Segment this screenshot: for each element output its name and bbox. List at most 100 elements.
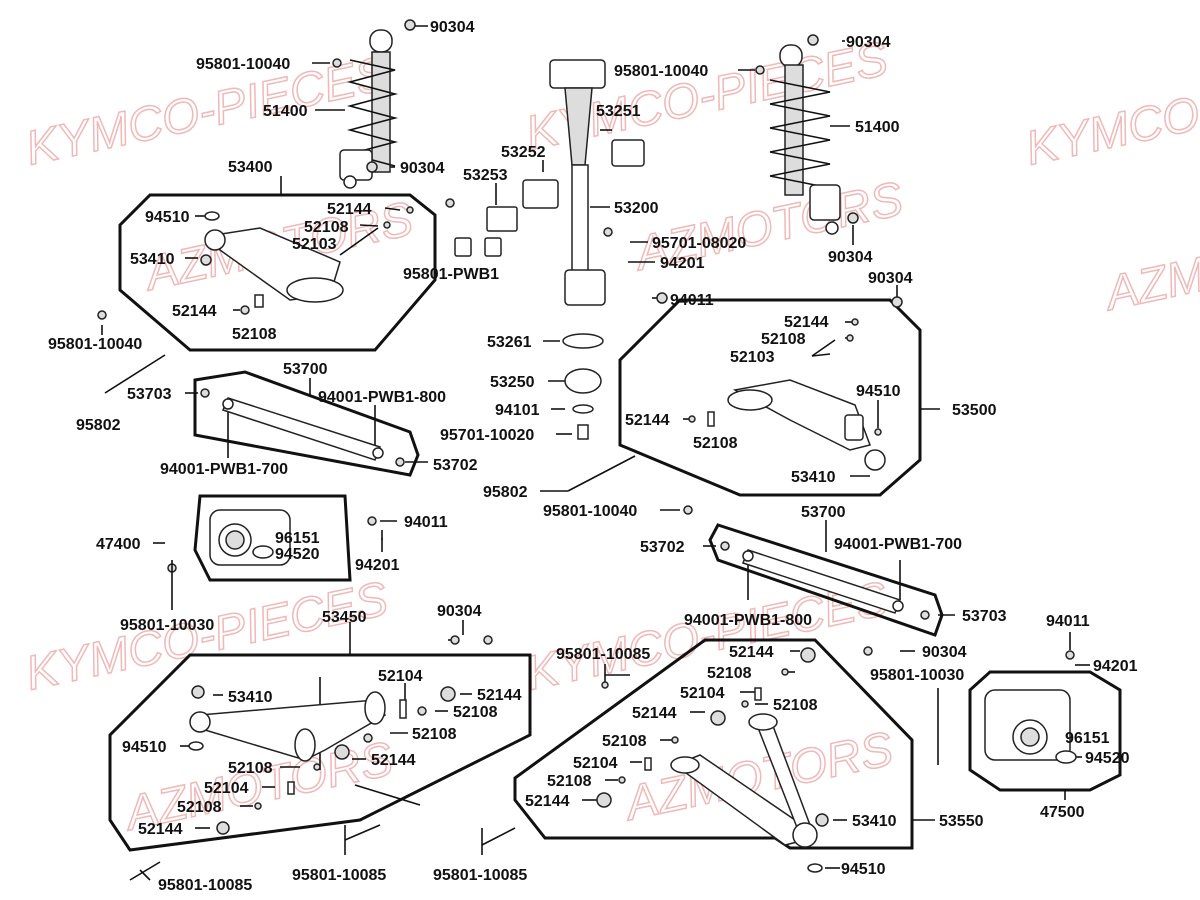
part-labels: 90304 95801-10040 51400 90304 53400 9451… bbox=[48, 19, 1138, 894]
label-47500: 47500 bbox=[1040, 804, 1085, 821]
label-94510: 94510 bbox=[145, 209, 190, 226]
label-52108: 52108 bbox=[547, 773, 592, 790]
a-arm-lower-right bbox=[596, 647, 829, 873]
label-52144: 52144 bbox=[172, 303, 217, 320]
group-box-53700-left bbox=[193, 370, 420, 477]
label-94520: 94520 bbox=[275, 546, 320, 563]
tie-rods bbox=[104, 354, 930, 620]
label-53550: 53550 bbox=[939, 813, 984, 830]
label-52108: 52108 bbox=[773, 697, 818, 714]
label-96151: 96151 bbox=[1065, 730, 1110, 747]
label-94001-PWB1-800: 94001-PWB1-800 bbox=[318, 389, 446, 406]
label-95801-10040: 95801-10040 bbox=[543, 503, 637, 520]
label-94520: 94520 bbox=[1085, 750, 1130, 767]
label-53703: 53703 bbox=[962, 608, 1007, 625]
label-94201: 94201 bbox=[355, 557, 400, 574]
label-52103: 52103 bbox=[292, 236, 337, 253]
knuckle-left bbox=[167, 509, 383, 595]
label-94011: 94011 bbox=[404, 514, 448, 531]
label-94201: 94201 bbox=[660, 255, 705, 272]
watermark: KYMCO-PIECES bbox=[1021, 47, 1200, 175]
label-94011: 94011 bbox=[1046, 613, 1090, 630]
label-53410: 53410 bbox=[791, 469, 836, 486]
parts bbox=[97, 19, 1077, 881]
label-90304: 90304 bbox=[400, 160, 445, 177]
label-94101: 94101 bbox=[495, 402, 540, 419]
label-53700: 53700 bbox=[801, 504, 846, 521]
label-52104: 52104 bbox=[204, 780, 249, 797]
label-90304: 90304 bbox=[437, 603, 482, 620]
group-box-47400 bbox=[193, 494, 352, 582]
label-95802: 95802 bbox=[76, 417, 121, 434]
label-53410: 53410 bbox=[228, 689, 273, 706]
label-53410: 53410 bbox=[852, 813, 897, 830]
label-94510: 94510 bbox=[841, 861, 886, 878]
label-94510: 94510 bbox=[122, 739, 167, 756]
label-53702: 53702 bbox=[433, 457, 478, 474]
a-arm-lower-left bbox=[129, 635, 516, 881]
label-52104: 52104 bbox=[573, 755, 618, 772]
label-94011: 94011 bbox=[670, 292, 714, 309]
label-52104: 52104 bbox=[680, 685, 725, 702]
watermark: AZMOTORS bbox=[1098, 213, 1200, 322]
label-53252: 53252 bbox=[501, 144, 546, 161]
label-52144: 52144 bbox=[632, 705, 677, 722]
a-arm-upper-left bbox=[97, 206, 414, 320]
label-95802: 95802 bbox=[483, 484, 528, 501]
label-53703: 53703 bbox=[127, 386, 172, 403]
label-95801-10040: 95801-10040 bbox=[614, 63, 708, 80]
label-95701-10020: 95701-10020 bbox=[440, 427, 534, 444]
label-53450: 53450 bbox=[322, 609, 367, 626]
label-90304: 90304 bbox=[868, 270, 913, 287]
label-95701-08020: 95701-08020 bbox=[652, 235, 746, 252]
label-52104: 52104 bbox=[378, 668, 423, 685]
label-53700: 53700 bbox=[283, 361, 328, 378]
label-90304: 90304 bbox=[828, 249, 873, 266]
label-52144: 52144 bbox=[327, 201, 372, 218]
label-94201: 94201 bbox=[1093, 658, 1138, 675]
label-52144: 52144 bbox=[138, 821, 183, 838]
label-95801-10085: 95801-10085 bbox=[433, 867, 527, 884]
label-95801-PWB1: 95801-PWB1 bbox=[403, 266, 499, 283]
label-52103: 52103 bbox=[730, 349, 775, 366]
label-52108: 52108 bbox=[707, 665, 752, 682]
label-53251: 53251 bbox=[596, 103, 641, 120]
label-52108: 52108 bbox=[412, 726, 457, 743]
shock-absorber-left bbox=[332, 19, 416, 189]
watermark: KYMCO-PIECES bbox=[21, 572, 392, 700]
label-52108: 52108 bbox=[304, 219, 349, 236]
label-52144: 52144 bbox=[784, 314, 829, 331]
label-52108: 52108 bbox=[228, 760, 273, 777]
label-52108: 52108 bbox=[602, 733, 647, 750]
label-52108: 52108 bbox=[177, 799, 222, 816]
a-arm-upper-right bbox=[683, 318, 886, 515]
label-90304: 90304 bbox=[922, 644, 967, 661]
label-53200: 53200 bbox=[614, 200, 659, 217]
label-52144: 52144 bbox=[625, 412, 670, 429]
label-52108: 52108 bbox=[453, 704, 498, 721]
label-52144: 52144 bbox=[525, 793, 570, 810]
label-51400: 51400 bbox=[855, 119, 900, 136]
group-box-53700-right bbox=[708, 523, 944, 637]
shock-absorber-right bbox=[755, 34, 903, 308]
label-52108: 52108 bbox=[693, 435, 738, 452]
label-53702: 53702 bbox=[640, 539, 685, 556]
label-94001-PWB1-800: 94001-PWB1-800 bbox=[684, 612, 812, 629]
group-box-53450 bbox=[108, 653, 532, 852]
label-53500: 53500 bbox=[952, 402, 997, 419]
label-53253: 53253 bbox=[463, 167, 508, 184]
label-52108: 52108 bbox=[761, 331, 806, 348]
label-52144: 52144 bbox=[371, 752, 416, 769]
label-94001-PWB1-700: 94001-PWB1-700 bbox=[160, 461, 288, 478]
label-90304: 90304 bbox=[846, 34, 891, 51]
group-box-47500 bbox=[968, 670, 1122, 792]
label-95801-10030: 95801-10030 bbox=[870, 667, 964, 684]
label-53250: 53250 bbox=[490, 374, 535, 391]
label-95801-10085: 95801-10085 bbox=[292, 867, 386, 884]
label-53410: 53410 bbox=[130, 251, 175, 268]
label-51400: 51400 bbox=[263, 103, 308, 120]
label-95801-10085: 95801-10085 bbox=[158, 877, 252, 894]
label-53400: 53400 bbox=[228, 159, 273, 176]
label-94510: 94510 bbox=[856, 383, 901, 400]
